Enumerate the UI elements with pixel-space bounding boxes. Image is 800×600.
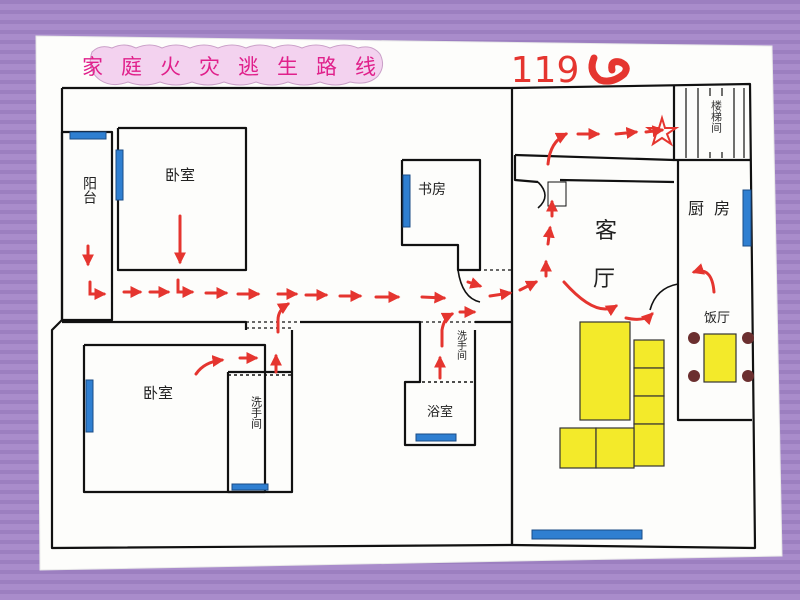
sofa-segment	[595, 427, 635, 469]
bedroom-1-label: 卧室	[165, 166, 195, 184]
emergency-number: 119	[511, 50, 580, 91]
title-text: 家庭火灾逃生路线	[82, 55, 394, 79]
living-room-label-bottom: 厅	[593, 267, 615, 292]
door-openings	[111, 269, 512, 329]
dining-room-label: 饭厅	[704, 311, 730, 326]
windows	[69, 131, 752, 540]
furniture	[559, 321, 737, 469]
coffee-table	[579, 321, 631, 421]
sofa-segment	[559, 427, 597, 469]
title-banner: 家庭火灾逃生路线	[82, 44, 394, 86]
sofa-segment	[633, 367, 665, 397]
study-label: 书房	[418, 182, 446, 198]
escape-arrows	[82, 125, 716, 380]
balcony-label: 阳台	[81, 176, 97, 204]
bathroom-label: 浴室	[427, 404, 453, 420]
paper-sheet	[35, 35, 783, 571]
dining-chairs	[688, 332, 754, 382]
dining-table	[703, 333, 737, 383]
washroom-2-label: 洗手间	[455, 330, 467, 361]
living-room-label-top: 客	[595, 219, 617, 244]
kitchen-label: 厨房	[688, 199, 740, 218]
phone-doodle-icon	[588, 54, 630, 85]
bedroom-2-label: 卧室	[143, 384, 173, 402]
stairwell-label: 楼梯间	[710, 99, 723, 134]
sofa-segment	[633, 423, 665, 467]
exit-star-icon	[645, 114, 680, 147]
sofa-segment	[633, 339, 665, 369]
sofa-segment	[633, 395, 665, 425]
washroom-1-label: 洗手间	[250, 396, 263, 430]
door-swings	[457, 181, 679, 311]
room-labels: 阳台 卧室 卧室 书房 客 厅 厨房 饭厅 洗手间 洗手间 浴室	[81, 166, 740, 430]
title-cloud	[89, 44, 384, 86]
